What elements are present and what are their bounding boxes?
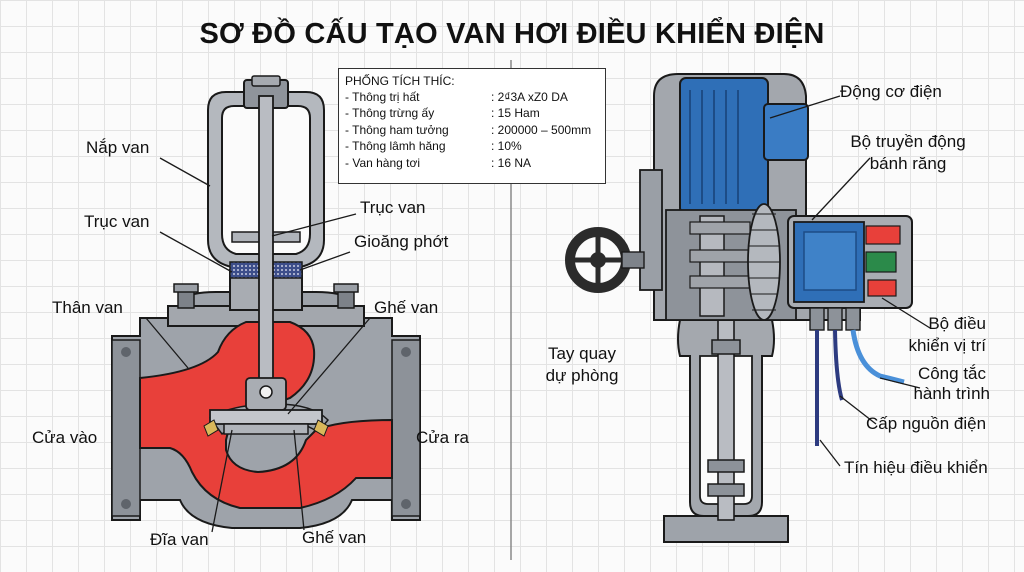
spec-heading: PHỐNG TÍCH THÍC: — [345, 74, 455, 88]
spec-row: - Thông trị hất : 2₫3A xZ0 DA — [345, 89, 599, 105]
label-disc: Đĩa van — [150, 530, 209, 549]
spec-value: : 200000 – 500mm — [491, 122, 592, 137]
label-packing: Gioăng phớt — [354, 232, 449, 251]
spec-row: - Thông ham tưởng : 200000 – 500mm — [345, 122, 599, 138]
label-limit-line2: hành trình — [913, 384, 990, 403]
label-seat-bottom: Ghế van — [302, 528, 367, 547]
actuator-section — [565, 73, 913, 543]
spec-row: - Van hàng tơi : 16 NA — [345, 155, 599, 171]
label-stem-left: Trục van — [84, 212, 150, 231]
valve-leaders — [145, 157, 371, 533]
spec-row: - Thông trừng ấy : 15 Ham — [345, 105, 599, 121]
spec-key: - Thông trị hất — [345, 90, 420, 104]
label-limit-line1: Công tắc — [917, 364, 986, 383]
spec-row: - Thông lâmh hăng : 10% — [345, 138, 599, 154]
label-handwheel-line2: dự phòng — [545, 366, 619, 385]
valve-section — [111, 75, 421, 529]
spec-value: : 16 NA — [491, 155, 532, 170]
spec-key: - Thông trừng ấy — [345, 106, 435, 121]
spec-key: - Thông lâmh hăng — [345, 139, 446, 154]
label-stem-right: Trục van — [360, 198, 426, 217]
label-gear-line2: bánh răng — [869, 154, 947, 173]
label-outlet: Cửa ra — [416, 428, 469, 447]
label-seat-top: Ghế van — [374, 298, 439, 317]
actuator-leaders — [769, 95, 931, 467]
label-motor: Động cơ điện — [840, 82, 942, 101]
spec-value: : 10% — [491, 139, 522, 154]
page-title: SƠ ĐỒ CẤU TẠO VAN HƠI ĐIỀU KHIỂN ĐIỆN — [199, 18, 825, 50]
spec-key: - Van hàng tơi — [345, 155, 421, 170]
spec-table: PHỐNG TÍCH THÍC: - Thông trị hất : 2₫3A … — [338, 68, 606, 184]
label-gear-line1: Bộ truyền động — [850, 132, 966, 151]
label-bonnet: Nắp van — [86, 138, 150, 157]
spec-value: : 2₫3A xZ0 DA — [491, 90, 568, 104]
label-handwheel-line1: Tay quay — [547, 344, 617, 363]
label-positioner-line2: khiển vị trí — [908, 336, 986, 355]
label-body: Thân van — [52, 298, 123, 317]
label-signal: Tín hiệu điều khiển — [844, 458, 988, 477]
label-positioner-line1: Bộ điều — [928, 314, 986, 333]
label-inlet: Cửa vào — [32, 428, 98, 447]
spec-value: : 15 Ham — [491, 106, 540, 121]
spec-key: - Thông ham tưởng — [345, 122, 449, 137]
label-power: Cấp nguồn điện — [866, 414, 987, 433]
